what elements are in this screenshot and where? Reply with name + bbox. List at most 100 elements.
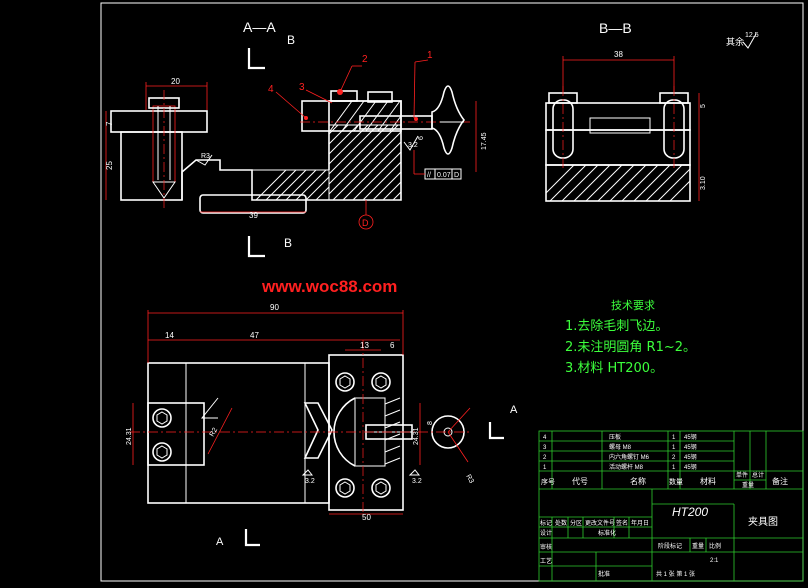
svg-text:2: 2 <box>672 455 676 461</box>
plan-bolt-holes <box>152 372 391 498</box>
svg-text:签名: 签名 <box>616 519 628 527</box>
stage-header: 阶段标记 重量 比例 2:1 <box>658 542 721 564</box>
geometric-tolerance-frame: // 0.07 D <box>413 150 462 180</box>
svg-text:年月日: 年月日 <box>631 519 649 527</box>
svg-text:序号: 序号 <box>541 477 555 486</box>
plan-outer <box>147 362 330 504</box>
notes-title: 技术要求 <box>611 299 655 312</box>
svg-text:1: 1 <box>543 465 547 471</box>
bb-body <box>545 129 691 166</box>
section-aa-view[interactable]: A—A B B <box>105 19 488 258</box>
note-item-2: 2.未注明圆角 R1~2。 <box>565 340 696 355</box>
cut-marker-top <box>247 48 265 70</box>
dim-plan-24-right: 24.31 <box>413 427 420 445</box>
dim-bb-right-low: 3.10 <box>700 176 707 190</box>
svg-text:压板: 压板 <box>609 433 621 441</box>
wing-knob <box>431 85 466 155</box>
title-block[interactable]: 4 压板 1 45钢 3 螺母 M8 1 45钢 2 内六角螺钉 M6 2 45… <box>538 430 804 582</box>
svg-text:1: 1 <box>672 435 676 441</box>
note-item-1: 1.去除毛刺飞边。 <box>565 319 668 334</box>
cut-b-bottom-label: B <box>284 236 292 250</box>
cut-a-left-label: A <box>216 536 224 548</box>
dim-plan-6: 6 <box>390 341 395 350</box>
section-bb-view[interactable]: B—B 其余 12.5 38 5 3.10 <box>545 20 759 202</box>
section-bb-label: B—B <box>599 20 632 36</box>
dim-plan-fine-a: 3.2 <box>305 478 315 485</box>
svg-text:内六角螺钉 M6: 内六角螺钉 M6 <box>609 453 650 461</box>
svg-text:3: 3 <box>299 82 305 93</box>
svg-text:D: D <box>454 172 459 179</box>
dim-plan-13: 13 <box>360 341 369 350</box>
process-label: 工艺 <box>540 557 552 565</box>
material-cell: HT200 <box>672 505 708 519</box>
dim-aa-width-top: 20 <box>171 77 180 86</box>
plate-nut <box>367 91 393 103</box>
svg-text:总计: 总计 <box>752 471 764 479</box>
svg-text:代号: 代号 <box>572 476 588 486</box>
approve-label: 批准 <box>598 570 610 578</box>
svg-text:标记: 标记 <box>540 519 552 527</box>
plate-bolt-head <box>330 90 358 102</box>
svg-text:标准化: 标准化 <box>598 529 616 537</box>
svg-text:4: 4 <box>268 84 274 95</box>
dim-plan-total: 90 <box>270 303 279 312</box>
svg-text://: // <box>427 172 431 179</box>
svg-text:45钢: 45钢 <box>684 443 697 451</box>
dim-aa-height-left: 25 <box>105 161 114 170</box>
dim-bb-width: 38 <box>614 50 623 59</box>
svg-text:设计: 设计 <box>540 529 552 537</box>
svg-text:备注: 备注 <box>772 476 788 486</box>
svg-text:材料: 材料 <box>700 476 716 486</box>
dim-plan-24: 24.31 <box>126 427 133 445</box>
dim-aa-hole: 17.45 <box>481 132 488 150</box>
svg-text:活动螺杆 M8: 活动螺杆 M8 <box>609 463 644 471</box>
datum-d-label: D <box>362 218 369 228</box>
svg-text:4: 4 <box>543 435 547 441</box>
drawing-name: 夹具图 <box>748 515 778 528</box>
svg-text:45钢: 45钢 <box>684 463 697 471</box>
bb-base <box>545 164 691 202</box>
revision-header: 标记 处数 分区 更改文件号 签名 年月日 设计 标准化 <box>540 519 649 537</box>
roughness-other-value: 12.5 <box>745 32 759 39</box>
hatched-section <box>251 124 402 201</box>
svg-text:2:1: 2:1 <box>710 558 719 564</box>
dim-plan-47: 47 <box>250 331 259 340</box>
dim-aa-dia: 6 <box>418 136 425 140</box>
parts-header: 序号 代号 名称 数量 材料 单件 总计 重量 备注 <box>541 471 788 489</box>
svg-text:2: 2 <box>362 54 368 65</box>
left-clamp-plate <box>110 110 208 133</box>
part-balloons: 1 2 3 4 <box>268 50 433 119</box>
dim-plan-14: 14 <box>165 331 174 340</box>
cut-a-right-label: A <box>510 404 518 416</box>
svg-text:1: 1 <box>427 50 433 61</box>
svg-text:阶段标记: 阶段标记 <box>658 542 682 550</box>
dim-plan-50: 50 <box>362 513 371 522</box>
watermark-url: www.woc88.com <box>261 277 397 296</box>
roughness-other-label: 其余 <box>726 36 744 47</box>
left-base-block <box>120 131 183 201</box>
section-aa-label: A—A <box>243 19 276 35</box>
plan-view[interactable]: A A 90 47 14 13 6 50 24.31 R2 24.31 8 R3… <box>126 303 518 548</box>
note-item-3: 3.材料 HT200。 <box>565 361 663 376</box>
dim-bb-right-top: 5 <box>700 104 707 108</box>
svg-text:比例: 比例 <box>709 542 721 550</box>
parts-list: 4 压板 1 45钢 3 螺母 M8 1 45钢 2 内六角螺钉 M6 2 45… <box>543 433 697 471</box>
review-label: 审核 <box>540 543 552 551</box>
svg-text:数量: 数量 <box>669 477 683 486</box>
sheet-label: 共 1 张 第 1 张 <box>656 570 695 578</box>
datum-d-circle <box>358 214 374 230</box>
cut-b-top-label: B <box>287 33 295 47</box>
hatching-lines <box>255 124 402 201</box>
svg-text:处数: 处数 <box>555 519 567 527</box>
svg-text:45钢: 45钢 <box>684 433 697 441</box>
dim-plan-fine-b: 3.2 <box>412 478 422 485</box>
svg-text:45钢: 45钢 <box>684 453 697 461</box>
dim-plan-8: 8 <box>427 421 434 425</box>
svg-text:分区: 分区 <box>570 519 582 527</box>
bb-top-plate <box>545 102 691 131</box>
svg-text:1: 1 <box>672 445 676 451</box>
cut-marker-bottom <box>247 236 265 258</box>
svg-text:1: 1 <box>672 465 676 471</box>
technical-requirements: 技术要求 1.去除毛刺飞边。 2.未注明圆角 R1~2。 3.材料 HT200。 <box>565 299 696 376</box>
